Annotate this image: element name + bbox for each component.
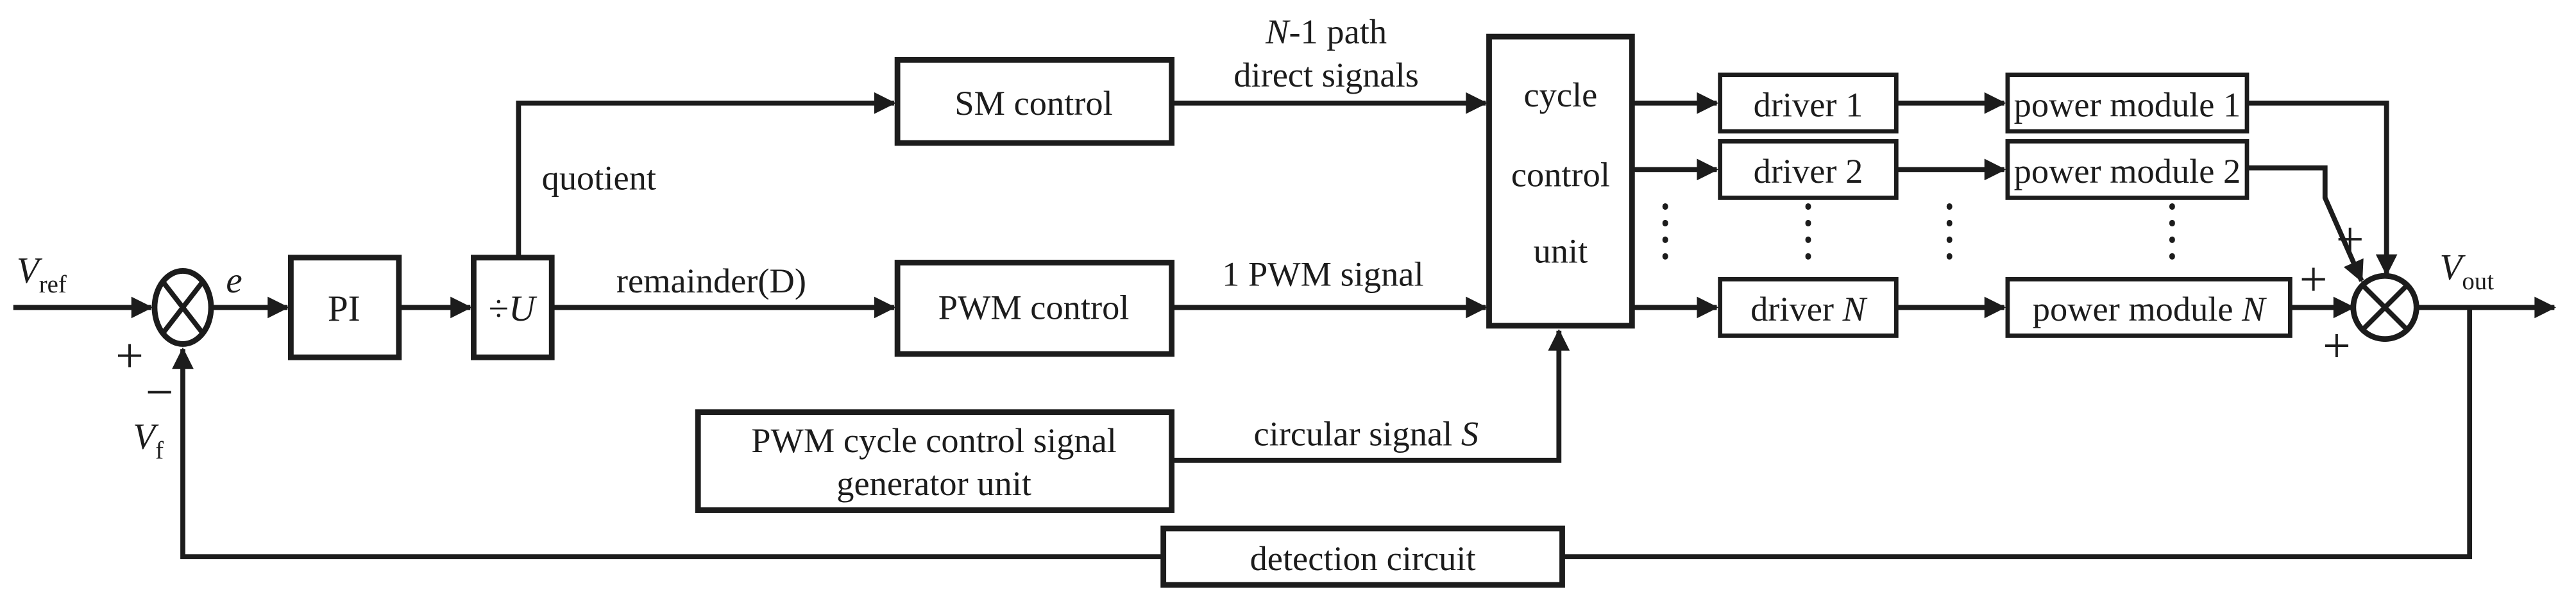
right-summing-junction [2350, 273, 2419, 342]
pwm-generator-label-line2: generator unit [836, 464, 1031, 503]
quotient-label: quotient [542, 158, 656, 197]
junction-cross-line [160, 280, 205, 335]
wire-pm1-to-sum [2246, 100, 2398, 276]
detection-circuit-label: detection circuit [1250, 539, 1476, 578]
block-pwm-control: PWM control [894, 260, 1175, 357]
pwm-control-box [894, 260, 1175, 357]
left-sum-minus-sign: − [146, 364, 174, 419]
block-sm-control: SM control [894, 56, 1175, 146]
driver2-box [1718, 139, 1899, 200]
one-pwm-signal-label: 1 PWM signal [1222, 255, 1423, 294]
right-sum-plus-bottom: + [2323, 318, 2351, 373]
right-sum-plus-mid: + [2300, 251, 2328, 307]
left-sum-plus-sign: + [115, 328, 144, 383]
wires [13, 92, 2557, 559]
divider-label: ÷U [489, 289, 538, 329]
wire-vout-to-detection [1564, 307, 2473, 559]
driverN-box [1718, 277, 1899, 338]
block-pwm-generator: PWM cycle control signal generator unit [695, 409, 1175, 513]
cycle-control-unit-box [1486, 33, 1635, 329]
sm-control-label: SM control [954, 84, 1112, 122]
block-cycle-control-unit: cycle control unit [1486, 33, 1635, 329]
driver2-label: driver 2 [1754, 152, 1863, 190]
wire-quotient-to-sm-control [516, 92, 896, 258]
right-sum-plus-top: + [2336, 212, 2364, 267]
wire-pm2-to-sum [2246, 165, 2364, 283]
block-driver-2: driver 2 [1718, 139, 1899, 200]
error-signal-label: e [226, 260, 242, 301]
block-power-module-1: power module 1 [2005, 72, 2250, 134]
pm2-box [2005, 139, 2250, 200]
remainder-label: remainder(D) [616, 262, 806, 300]
cycle-unit-label-line2: control [1511, 155, 1610, 194]
junction-cross-line [2360, 283, 2409, 332]
driverN-label: driver N [1750, 290, 1868, 328]
pmN-label: power module N [2033, 290, 2267, 328]
driver1-box [1718, 72, 1899, 134]
block-driver-n: driver N [1718, 277, 1899, 338]
divider-box [471, 255, 555, 360]
vf-label: Vf [133, 417, 164, 465]
pi-label: PI [328, 289, 360, 329]
pm1-box [2005, 72, 2250, 134]
block-power-module-n: power module N [2005, 277, 2292, 338]
block-divider: ÷U [471, 255, 555, 360]
pm1-label: power module 1 [2014, 85, 2241, 124]
pwm-generator-label-line1: PWM cycle control signal [751, 421, 1117, 460]
left-summing-junction [151, 268, 214, 347]
vout-label: Vout [2440, 247, 2495, 295]
pwm-generator-box [695, 409, 1175, 513]
block-detection-circuit: detection circuit [1160, 525, 1565, 588]
block-pi: PI [288, 255, 402, 360]
pi-box [288, 255, 402, 360]
circular-signal-label: circular signal S [1254, 414, 1479, 453]
block-driver-1: driver 1 [1718, 72, 1899, 134]
sm-control-box [894, 56, 1175, 146]
ellipsis-group [1662, 203, 2175, 276]
n1-path-label-line2: direct signals [1233, 56, 1419, 94]
n1-path-label-line1: N-1 path [1265, 12, 1387, 51]
signal-labels: Vref + − e Vf quotient remainder(D) N-1 … [17, 12, 2494, 464]
pmN-box [2005, 277, 2292, 338]
pwm-control-label: PWM control [938, 289, 1130, 327]
block-power-module-2: power module 2 [2005, 139, 2250, 200]
wire-feedback-vf [172, 347, 1164, 559]
pm2-label: power module 2 [2014, 152, 2241, 190]
cycle-unit-label-line3: unit [1534, 232, 1588, 270]
detection-circuit-box [1160, 525, 1565, 588]
cycle-unit-label-line1: cycle [1524, 76, 1598, 114]
vref-label: Vref [17, 251, 67, 299]
wire-circular-signal [1171, 329, 1570, 463]
driver1-label: driver 1 [1754, 85, 1863, 124]
